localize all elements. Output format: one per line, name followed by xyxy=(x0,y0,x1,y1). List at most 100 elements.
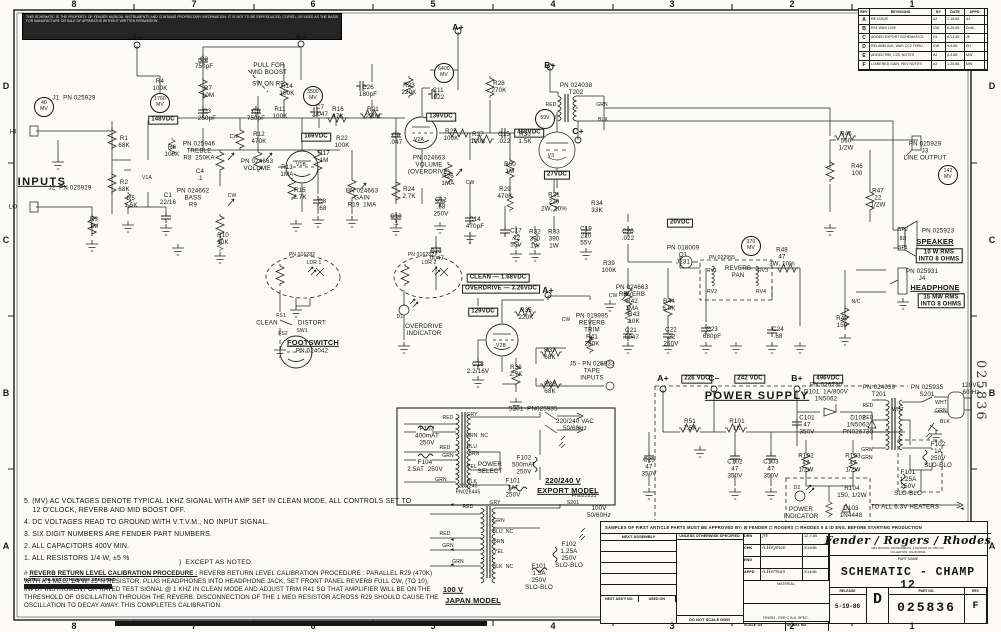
component-label: GRN xyxy=(493,518,505,525)
component-label: C101 47 350V xyxy=(799,414,815,436)
component-label: HEADPHONE xyxy=(910,282,960,292)
scan-edge-bar xyxy=(115,621,487,626)
component-label: C25 47 350V xyxy=(641,456,657,478)
part-no-label: PART NO. xyxy=(889,588,964,595)
part-name-label: PART NAME xyxy=(897,557,919,561)
revision-cell: E xyxy=(859,52,870,60)
component-label: RV2 xyxy=(706,289,718,296)
model-no-label: MODEL NO. xyxy=(786,622,829,631)
component-label: A+ xyxy=(295,32,307,43)
signature-cell: ENG xyxy=(743,557,761,568)
component-label: GRY xyxy=(466,412,478,419)
component-label: C103 47 350V xyxy=(763,458,779,480)
zone-marker: 3 xyxy=(669,621,675,631)
zone-marker: 7 xyxy=(191,621,197,631)
component-label: C1 22/16 xyxy=(159,192,177,206)
component-label: S201 xyxy=(566,500,580,507)
component-label: B+ xyxy=(791,373,803,384)
signature-cell: DRN xyxy=(743,533,761,544)
component-label: R5 1.5K xyxy=(124,195,138,209)
part-name-box: PART NAME SCHEMATIC - CHAMP 12 xyxy=(829,556,987,592)
revision-cell: 8-13-85 xyxy=(946,34,965,42)
component-label: BLK xyxy=(467,479,477,486)
component-label: R11 100K xyxy=(272,106,288,120)
component-label: PN 024042 xyxy=(295,347,329,355)
revision-cell: AJ xyxy=(965,16,985,24)
revision-cell: F xyxy=(859,61,870,69)
revision-header-cell: BY xyxy=(932,9,946,15)
component-label: 460VDC xyxy=(514,128,544,138)
zone-marker: 6 xyxy=(310,0,316,9)
component-label: R2 68K xyxy=(118,179,130,193)
signature-row: ENG xyxy=(743,557,829,569)
zone-marker: 4 xyxy=(550,0,556,9)
component-label: PN 024663 GAIN R19 1MA xyxy=(345,187,379,209)
revision-cell: 6-25-85 xyxy=(946,25,965,33)
component-label: YEL xyxy=(467,464,477,471)
zone-marker: 5 xyxy=(430,0,436,9)
revision-cell: GW xyxy=(932,43,946,51)
bottom-row: RELEASE 5-19-86 D PART NO. 025836 REV F xyxy=(829,588,987,624)
component-label: GRN xyxy=(435,477,447,484)
component-label: C9 .047 xyxy=(389,132,403,146)
component-label: POWER SELECT xyxy=(477,461,503,475)
revision-cell: A xyxy=(859,16,870,24)
zone-marker: 2 xyxy=(789,0,795,9)
component-label: C2 750pF xyxy=(194,56,214,70)
scan-smear xyxy=(24,584,112,589)
title-block: SAMPLES OF FIRST ARTICLE PARTS MUST BE A… xyxy=(600,521,991,631)
rev-cell: REV F xyxy=(965,588,987,624)
component-label: J1 PN 025929 xyxy=(52,94,96,102)
zone-marker: 2 xyxy=(789,621,795,631)
component-label: CW xyxy=(561,317,571,324)
component-label: R17 1M xyxy=(318,150,330,164)
release-label: RELEASE xyxy=(829,588,866,595)
zone-marker: A xyxy=(2,541,10,551)
component-label: 8Ω xyxy=(899,236,907,243)
component-label: PN 016282 xyxy=(407,252,435,259)
rev-label: REV xyxy=(965,588,986,595)
component-label: PN 025923 xyxy=(921,227,955,235)
component-label: F101 1.5A 250V SLO-BLO xyxy=(525,563,553,591)
component-label: BRN xyxy=(468,451,480,458)
signature-cell: 12-7-85 xyxy=(803,533,829,544)
component-label: ◄ xyxy=(449,562,455,569)
next-assy-no-label: NEXT ASS'Y NO. xyxy=(601,596,639,602)
component-label: 370 MV xyxy=(741,236,761,256)
component-label: GRN NC xyxy=(465,433,489,440)
part-no-value: 025836 xyxy=(897,600,956,615)
revision-cell: D xyxy=(859,43,870,51)
component-label: 148VDC xyxy=(148,115,178,125)
component-label: SW1 xyxy=(296,328,308,335)
component-label: R1 68K xyxy=(118,135,130,149)
company-subtext: CBS MUSICAL INSTRUMENTS, A DIVISION OF C… xyxy=(871,546,945,554)
component-label: D1 xyxy=(396,314,404,321)
component-label: 139VDC xyxy=(426,112,456,122)
zone-marker: B xyxy=(2,388,10,398)
component-label: C20 .022 xyxy=(621,228,635,242)
component-label: R103 47 1/2W xyxy=(845,452,861,474)
company-name: Fender / Rogers / Rhodes xyxy=(824,534,992,548)
component-label: R47 22 1/2W xyxy=(870,187,886,209)
component-label: OVERDRIVE — 3.26VDC xyxy=(462,284,540,294)
component-label: F104 2.5AT 250V xyxy=(407,459,443,473)
component-label: C21 .0047 xyxy=(622,327,640,341)
component-label: SW ON R9 xyxy=(252,80,284,88)
component-label: F102 1.25A 250V SLO-BLO xyxy=(555,541,583,569)
zone-marker: B xyxy=(988,388,996,398)
revision-cell: RELABELING, WAS CC2 THRU xyxy=(870,43,932,51)
component-label: R34 33K xyxy=(591,200,603,214)
component-label: PN 024663 VOLUME (OVERDRIVE) xyxy=(407,154,451,176)
part-no-cell: PART NO. 025836 xyxy=(889,588,965,624)
component-label: LDR 2 xyxy=(421,260,437,267)
component-label: 59V xyxy=(535,109,555,129)
revision-cell: JE xyxy=(965,34,985,42)
component-label: PN 024039 T201 xyxy=(862,384,896,398)
component-label: RV1 xyxy=(706,268,718,275)
component-label: C+ xyxy=(572,126,584,137)
revision-cell: RE-ISSUE xyxy=(870,16,932,24)
revision-cell: 9-4-85 xyxy=(946,43,965,51)
component-label: V3 xyxy=(547,153,555,160)
component-label: C17 .22 55V xyxy=(510,227,522,249)
